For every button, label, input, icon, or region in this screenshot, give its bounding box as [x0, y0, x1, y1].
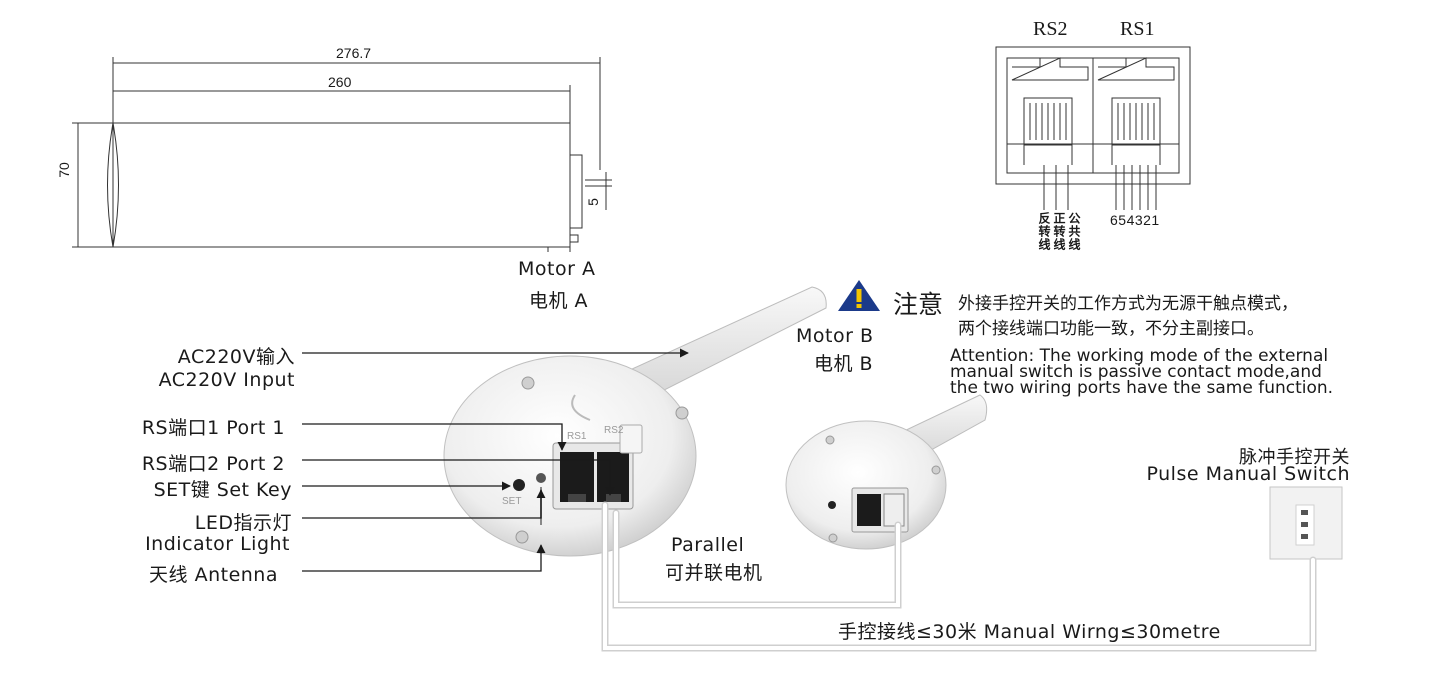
pin-label-reverse: 反转线	[1037, 212, 1051, 251]
motor-a-set-button	[513, 479, 525, 491]
arrow-port2	[302, 459, 615, 496]
parallel-label-cn: 可并联电机	[665, 562, 763, 584]
switch-label-en: Pulse Manual Switch	[1146, 463, 1350, 485]
arrow-port1	[302, 423, 567, 451]
notice-cn-line2: 两个接线端口功能一致，不分主副接口。	[958, 319, 1264, 339]
parallel-label-en: Parallel	[671, 534, 745, 556]
motor-a-illustration	[443, 286, 827, 557]
device-rs1-text: RS1	[567, 431, 587, 442]
wiring-label: 手控接线≤30米 Manual Wirng≤30metre	[838, 621, 1221, 643]
callout-port2: RS端口2 Port 2	[141, 453, 285, 475]
rs1-heading: RS1	[1120, 18, 1155, 40]
end-cap-curve-left	[112, 122, 119, 248]
motor-a-label-cn: 电机 A	[529, 290, 589, 312]
pin-label-common: 公共线	[1067, 212, 1081, 251]
notice-title: 注意	[893, 290, 944, 319]
callout-ac-cn: AC220V输入	[177, 346, 295, 368]
notice-en-line2: manual switch is passive contact mode,an…	[950, 362, 1322, 382]
arrow-led	[302, 489, 546, 519]
callout-set-key: SET键 Set Key	[153, 479, 292, 501]
warning-icon	[838, 280, 880, 311]
arrow-antenna	[302, 544, 546, 572]
motor-a-led	[536, 473, 546, 483]
device-set-text: SET	[502, 496, 522, 507]
connector-pins	[1029, 103, 1157, 210]
notice-en-line1: Attention: The working mode of the exter…	[950, 346, 1329, 366]
callout-lines	[302, 348, 689, 572]
notice-cn-line1: 外接手控开关的工作方式为无源干触点模式，	[958, 294, 1298, 314]
motor-a-label-en: Motor A	[518, 258, 596, 280]
motor-b-label-cn: 电机 B	[814, 353, 874, 375]
callout-antenna: 天线 Antenna	[149, 564, 278, 586]
callout-led-en: Indicator Light	[145, 533, 290, 555]
connector-schematic	[995, 46, 1191, 185]
dim-overall-length: 276.7	[336, 45, 372, 61]
dim-offset: 5	[584, 198, 601, 206]
pin-label-forward: 正转线	[1052, 212, 1066, 251]
switch-label-cn: 脉冲手控开关	[1239, 447, 1350, 468]
cables	[601, 501, 1317, 652]
pin-numbers: 654321	[1110, 212, 1160, 228]
callout-led-cn: LED指示灯	[194, 512, 292, 534]
dimension-drawing	[72, 57, 612, 252]
motor-b-label-en: Motor B	[796, 325, 874, 347]
motor-body-outline	[112, 122, 571, 248]
callout-ac-en: AC220V Input	[158, 369, 295, 391]
callout-port1: RS端口1 Port 1	[141, 417, 285, 439]
pulse-switch-illustration	[1269, 486, 1343, 560]
device-rs2-text: RS2	[604, 425, 624, 436]
rs2-heading: RS2	[1033, 18, 1068, 40]
notice-en-line3: the two wiring ports have the same funct…	[950, 378, 1334, 398]
dim-height: 70	[55, 162, 72, 178]
dim-body-length: 260	[328, 74, 352, 90]
motor-b-illustration	[785, 394, 988, 550]
